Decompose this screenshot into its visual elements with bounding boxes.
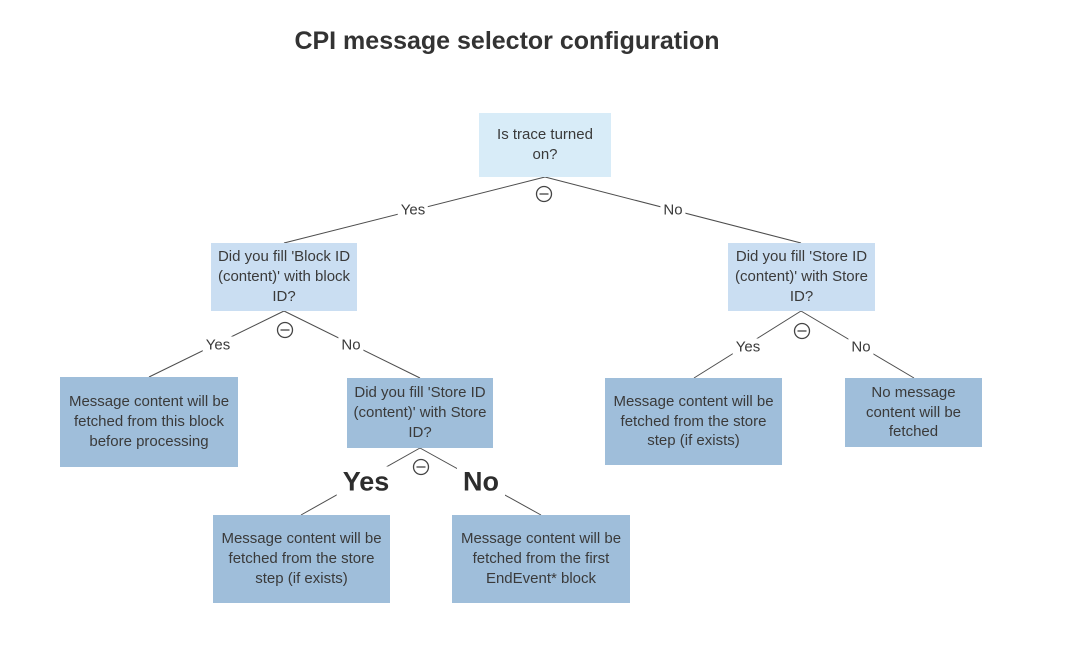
edge-label-store-right-yes: Yes bbox=[732, 338, 764, 356]
node-question-store-id-left: Did you fill 'Store ID (content)' with S… bbox=[347, 378, 493, 448]
collapse-icon[interactable] bbox=[276, 321, 294, 339]
edge-label-block-yes: Yes bbox=[202, 336, 234, 354]
collapse-icon[interactable] bbox=[535, 185, 553, 203]
edge-label-store-right-no: No bbox=[848, 338, 874, 356]
node-result-endevent: Message content will be fetched from the… bbox=[452, 515, 630, 603]
edge-label-root-no: No bbox=[660, 201, 686, 219]
node-result-store-step-right: Message content will be fetched from the… bbox=[605, 378, 782, 465]
edge-label-store-left-no: No bbox=[457, 466, 505, 498]
page-title: CPI message selector configuration bbox=[294, 27, 720, 55]
node-result-store-step-bottom: Message content will be fetched from the… bbox=[213, 515, 390, 603]
collapse-icon[interactable] bbox=[412, 458, 430, 476]
node-question-store-id-right: Did you fill 'Store ID (content)' with S… bbox=[728, 243, 875, 311]
edge-label-block-no: No bbox=[338, 336, 364, 354]
collapse-icon[interactable] bbox=[793, 322, 811, 340]
node-result-block-fetch: Message content will be fetched from thi… bbox=[60, 377, 238, 467]
node-result-no-content: No message content will be fetched bbox=[845, 378, 982, 447]
edge-label-store-left-yes: Yes bbox=[336, 466, 396, 498]
node-root-question: Is trace turned on? bbox=[479, 113, 611, 177]
edge-label-root-yes: Yes bbox=[397, 201, 429, 219]
node-question-block-id: Did you fill 'Block ID (content)' with b… bbox=[211, 243, 357, 311]
